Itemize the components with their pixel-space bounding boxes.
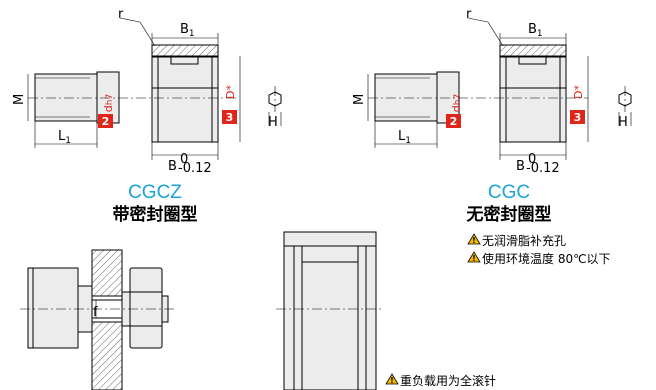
cgcz-d-outer-label: D* (224, 85, 237, 99)
cgcz-badge-2-text: 2 (102, 115, 110, 128)
svg-text:L1: L1 (398, 129, 411, 146)
cgcz-h-label: H (268, 115, 278, 130)
svg-text:!: ! (472, 236, 476, 245)
mount-f-label: f (93, 305, 98, 320)
note-1: ! 无润滑脂补充孔 (467, 233, 566, 248)
warning-icon (467, 233, 481, 245)
caption-cgc-cn: 无密封圈型 (466, 204, 552, 225)
note-2: ! 使用环境温度 80℃以下 (467, 251, 611, 266)
caption-cgcz-en: CGCZ (128, 182, 182, 203)
cgcz-b-tol-bot: -0.12 (178, 161, 212, 176)
svg-text:3: 3 (574, 111, 582, 124)
caption-cgc-en: CGC (488, 182, 530, 203)
svg-text:dh7: dh7 (450, 94, 463, 112)
svg-text:使用环境温度 80℃以下: 使用环境温度 80℃以下 (482, 251, 611, 266)
svg-text:!: ! (472, 254, 476, 263)
cgcz-d-shaft-label: dh7 (102, 94, 115, 112)
cgcz-b-label: B (168, 159, 177, 174)
cgcz-badge-3-text: 3 (226, 111, 234, 124)
svg-text:r: r (466, 7, 472, 22)
svg-text:H: H (618, 115, 628, 130)
warning-icon (467, 251, 481, 263)
cgcz-stud (34, 73, 98, 122)
cgcz-b-tol-top: 0 (180, 152, 188, 167)
svg-text:M: M (352, 94, 367, 105)
note-3: ! 重负载用为全滚针 (385, 373, 496, 388)
warning-icon (385, 373, 399, 385)
cgc-badge-3 (570, 110, 585, 124)
svg-text:-0.12: -0.12 (526, 161, 560, 176)
cgcz-l1-label: L1 (58, 129, 71, 146)
cgc-drawing: 2 dh7 3 D* r B1 M L1 B 0 -0.12 H (352, 7, 632, 176)
needle-outer-ring (283, 231, 377, 390)
svg-text:B: B (516, 159, 525, 174)
cgc-badge-2 (446, 114, 461, 128)
svg-text:无润滑脂补充孔: 无润滑脂补充孔 (482, 233, 566, 248)
cgcz-drawing: 2 dh7 3 D* r B1 M L1 B 0 -0.12 (12, 7, 282, 176)
svg-text:0: 0 (528, 152, 536, 167)
svg-text:2: 2 (450, 115, 458, 128)
svg-text:重负载用为全滚针: 重负载用为全滚针 (400, 373, 496, 388)
svg-text:D*: D* (572, 85, 585, 99)
cgcz-b1-label: B1 (180, 22, 195, 39)
mount-roller (27, 267, 79, 349)
svg-text:B1: B1 (528, 22, 543, 39)
mounting-detail: f (20, 249, 176, 390)
needle-section (276, 231, 382, 390)
cgcz-r-label: r (118, 7, 124, 22)
cgcz-outer-ring (151, 55, 219, 143)
cgcz-badge-3 (222, 110, 237, 124)
caption-cgcz-cn: 带密封圈型 (113, 204, 198, 225)
cgcz-badge-2 (98, 114, 113, 128)
svg-text:!: ! (390, 376, 394, 385)
cgcz-hatch-top (151, 44, 219, 58)
cgcz-m-label: M (12, 94, 27, 105)
mount-nut (129, 267, 163, 349)
